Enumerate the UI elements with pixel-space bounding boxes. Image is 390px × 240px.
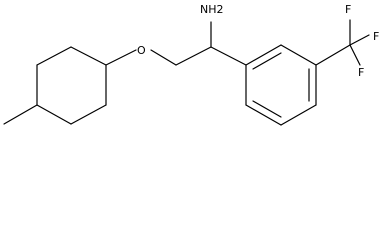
molecule-drawing: NH2 O F F F (3, 3, 379, 126)
bond-aryl-cf3 (315, 44, 351, 66)
bond-methyl (3, 104, 38, 125)
structure-canvas: NH2 O F F F (3, 3, 379, 126)
double-bond-inner-bottom (252, 100, 282, 118)
bond-cf3-f-right (349, 34, 370, 46)
bond-cf3-f-bottom (349, 44, 361, 66)
ether-oxygen-label: O (137, 44, 146, 57)
bond-ar4-ar5 (280, 104, 317, 126)
fluorine-right-label: F (373, 30, 379, 43)
bond-ar1-ar2 (245, 44, 282, 66)
benzene-ring (245, 44, 317, 126)
bond-ch2-ch (175, 46, 212, 66)
double-bond-inner-top (252, 52, 282, 70)
bond-cy5-cy6 (36, 104, 72, 125)
bond-cy1-cy2 (36, 46, 72, 66)
cyclohexane-ring (36, 46, 107, 125)
fluorine-bottom-label: F (358, 66, 364, 79)
bond-oxygen-ch2 (150, 49, 177, 66)
amine-label: NH2 (200, 3, 224, 16)
fluorine-top-label: F (345, 3, 351, 16)
bond-ring-oxygen (105, 49, 137, 66)
bond-cy4-cy5 (70, 104, 107, 125)
bond-ar2-ar3 (280, 44, 317, 66)
bond-ch-aryl (210, 46, 247, 66)
bond-cy2-cy3 (70, 46, 107, 66)
bond-ar5-ar6 (245, 104, 282, 126)
